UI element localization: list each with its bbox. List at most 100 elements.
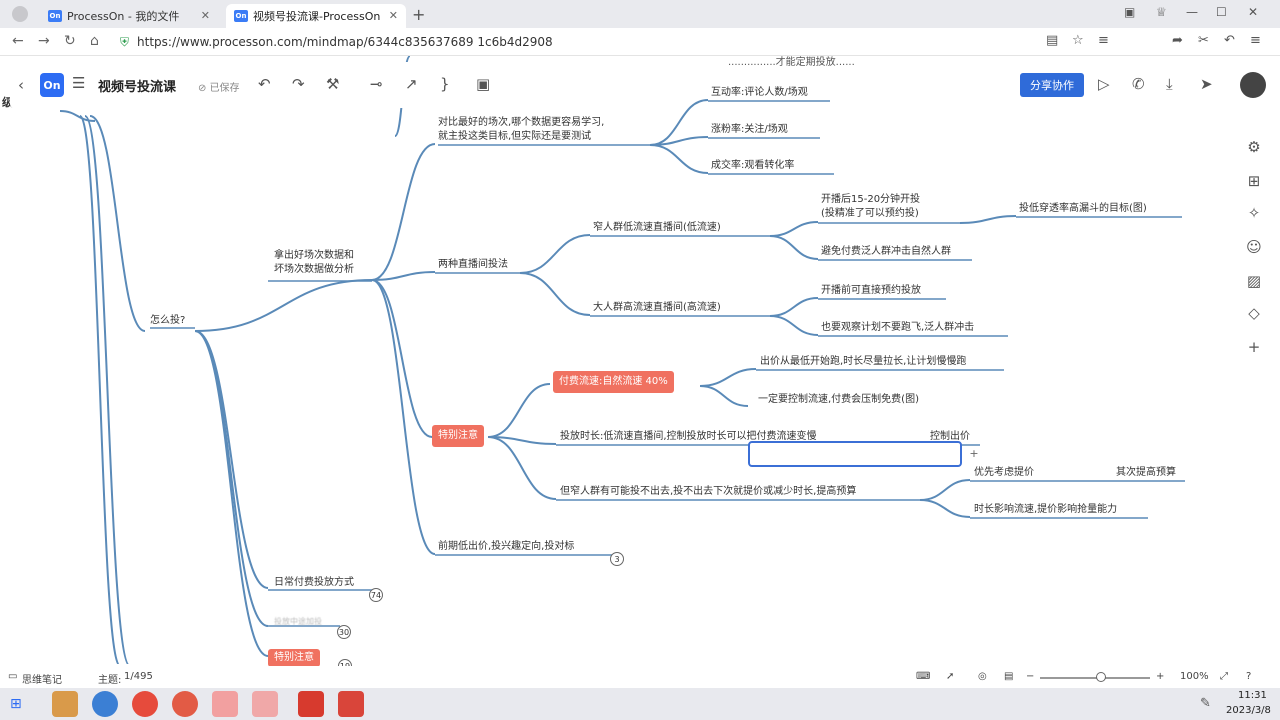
node-narrow-room[interactable]: 窄人群低流速直播间(低流速) [593,222,721,233]
window-icon[interactable]: ▣ [1124,5,1136,19]
node-blurred-item[interactable]: 投放中途加投 [274,617,322,626]
map-icon[interactable]: ▤ [1004,671,1014,682]
cortana-icon[interactable] [212,691,238,717]
undo-icon[interactable]: ↶ [1224,33,1235,48]
node-duration[interactable]: 投放时长:低流速直播间,控制投放时长可以把付费流速变慢 [560,431,817,442]
pen-icon[interactable]: ✎ [1200,696,1211,711]
style-icon[interactable]: ⚙ [1247,138,1261,156]
minimize-icon[interactable]: — [1186,5,1198,19]
processon-logo[interactable]: On [40,73,64,97]
collapse-count-badge[interactable]: 30 [337,625,351,639]
add-icon[interactable]: + [1247,338,1261,356]
wps-icon[interactable] [298,691,324,717]
maximize-icon[interactable]: ☐ [1216,5,1227,19]
close-window-icon[interactable]: ✕ [1248,5,1259,19]
summary-icon[interactable]: } [440,75,450,93]
document-title[interactable]: 视频号投流课 [98,80,177,95]
collapse-count-badge[interactable]: 74 [369,588,383,602]
zoom-out-icon[interactable]: − [1026,671,1035,682]
node-wide-room[interactable]: 大人群高流速直播间(高流速) [593,302,721,313]
locate-icon[interactable]: ◎ [978,671,987,682]
close-tab-icon[interactable]: ✕ [200,9,210,22]
node-bid-lowest[interactable]: 出价从最低开始跑,时长尽量拉长,让计划慢慢跑 [760,356,967,367]
node-compare[interactable]: 对比最好的场次,哪个数据更容易学习, 就主投这类目标,但实际还是要测试 [438,117,605,142]
more-icon[interactable]: ≡ [1250,33,1261,48]
close-tab-icon[interactable]: ✕ [388,9,398,22]
relation-line-icon[interactable]: ↗ [405,75,418,93]
node-bid-first[interactable]: 优先考虑提价 [974,467,1034,478]
node-special-case[interactable]: 特别注意 [268,649,320,667]
magic-icon[interactable]: ✧ [1247,204,1261,222]
explorer-icon[interactable] [52,691,78,717]
user-avatar[interactable] [1240,72,1266,98]
collapse-count-badge[interactable]: 3 [610,552,624,566]
structure-icon[interactable]: ⊞ [1247,172,1261,190]
star-icon[interactable]: ☆ [1072,33,1084,48]
phone-icon[interactable]: ✆ [1132,75,1145,93]
clock-time[interactable]: 11:31 [1238,690,1267,701]
frame-icon[interactable]: ▣ [476,75,491,93]
undo-icon[interactable]: ↶ [258,75,271,93]
node-control-bid[interactable]: 控制出价 [930,431,970,442]
node-duration-effect[interactable]: 时长影响流速,提价影响抢量能力 [974,504,1118,515]
send-icon[interactable]: ➤ [1200,75,1213,93]
node-flow-ratio[interactable]: 付费流速:自然流速 40% [553,371,674,393]
menu-icon[interactable]: ≡ [1098,33,1109,48]
node-narrow-risk[interactable]: 但窄人群有可能投不出去,投不出去下次就提价或减少时长,提高预算 [560,486,857,497]
node-special-attention[interactable]: 特别注意 [432,425,484,447]
browser-icon[interactable] [172,691,198,717]
node-narrow-avoid[interactable]: 避免付费泛人群冲击自然人群 [821,246,951,257]
node-narrow-start[interactable]: 开播后15-20分钟开投 (投精准了可以预约投) [821,194,921,219]
tag-icon[interactable]: ◇ [1248,304,1260,322]
fullscreen-icon[interactable]: ⤢ [1220,671,1228,682]
node-wide-preorder[interactable]: 开播前可直接预约投放 [821,285,921,296]
node-narrow-goal[interactable]: 投低穿透率高漏斗的目标(图) [1019,203,1147,214]
present-icon[interactable]: ▷ [1098,75,1110,93]
node-budget-next[interactable]: 其次提高预算 [1116,467,1176,478]
browser-tab-files[interactable]: On ProcessOn - 我的文件 ✕ [40,4,218,28]
back-arrow-icon[interactable]: ‹ [18,76,24,94]
back-icon[interactable]: ← [12,33,24,49]
node-control-flow[interactable]: 一定要控制流速,付费会压制免费(图) [758,394,919,405]
node-follow-rate[interactable]: 涨粉率:关注/场观 [711,124,788,135]
mind-notes-label[interactable]: 思维笔记 [22,675,62,686]
emoji-icon[interactable]: ☺ [1246,238,1262,256]
url-field[interactable]: ⛨ https://www.processon.com/mindmap/6344… [120,32,1040,52]
mindmap-canvas[interactable]: 级化流量: ...............才能定期投放...... 怎么投? 拿… [0,56,1280,673]
node-daily-method[interactable]: 日常付费投放方式 [274,577,354,588]
zoom-in-icon[interactable]: + [1156,671,1165,682]
notes-icon[interactable]: ▭ [8,671,18,682]
node-wide-watch[interactable]: 也要观察计划不要跑飞,泛人群冲击 [821,322,975,333]
node-interaction-rate[interactable]: 互动率:评论人数/场观 [711,87,808,98]
zoom-slider-knob[interactable] [1095,672,1106,682]
browser-tab-mindmap[interactable]: On 视频号投流课-ProcessOn ✕ [226,4,406,28]
selected-node-frame[interactable] [748,441,962,467]
edge-icon[interactable] [92,691,118,717]
shirt-icon[interactable]: ♕ [1156,5,1167,19]
insert-topic-icon[interactable]: ⊸ [370,75,383,93]
browser-profile-icon[interactable] [12,6,28,22]
clock-date[interactable]: 2023/3/8 [1226,705,1271,716]
new-tab-icon[interactable]: + [412,5,426,24]
keyboard-icon[interactable]: ⌨ [916,671,931,682]
share-collaborate-button[interactable]: 分享协作 [1020,73,1084,97]
pdf-icon[interactable] [338,691,364,717]
start-icon[interactable]: ⊞ [10,696,22,712]
clipboard-icon[interactable]: ▤ [1046,33,1059,48]
node-top-partial[interactable]: ...............才能定期投放...... [728,57,855,68]
chrome-icon[interactable] [132,691,158,717]
hamburger-menu-icon[interactable]: ☰ [72,74,86,92]
home-icon[interactable]: ⌂ [90,33,99,49]
add-child-icon[interactable]: + [969,447,979,460]
wechat-icon[interactable] [252,691,278,717]
scissors-icon[interactable]: ✂ [1198,33,1209,48]
node-how[interactable]: 怎么投? [150,315,186,326]
node-early-bid[interactable]: 前期低出价,投兴趣定向,投对标 [438,541,575,552]
share-arrow-icon[interactable]: ➦ [1172,33,1183,48]
reload-icon[interactable]: ↻ [64,33,76,49]
node-good-bad-analysis[interactable]: 拿出好场次数据和 坏场次数据做分析 [274,250,354,275]
forward-icon[interactable]: → [38,33,50,49]
rocket-icon[interactable]: ➚ [946,671,955,682]
help-icon[interactable]: ? [1246,671,1252,682]
node-two-methods[interactable]: 两种直播间投法 [438,259,508,270]
